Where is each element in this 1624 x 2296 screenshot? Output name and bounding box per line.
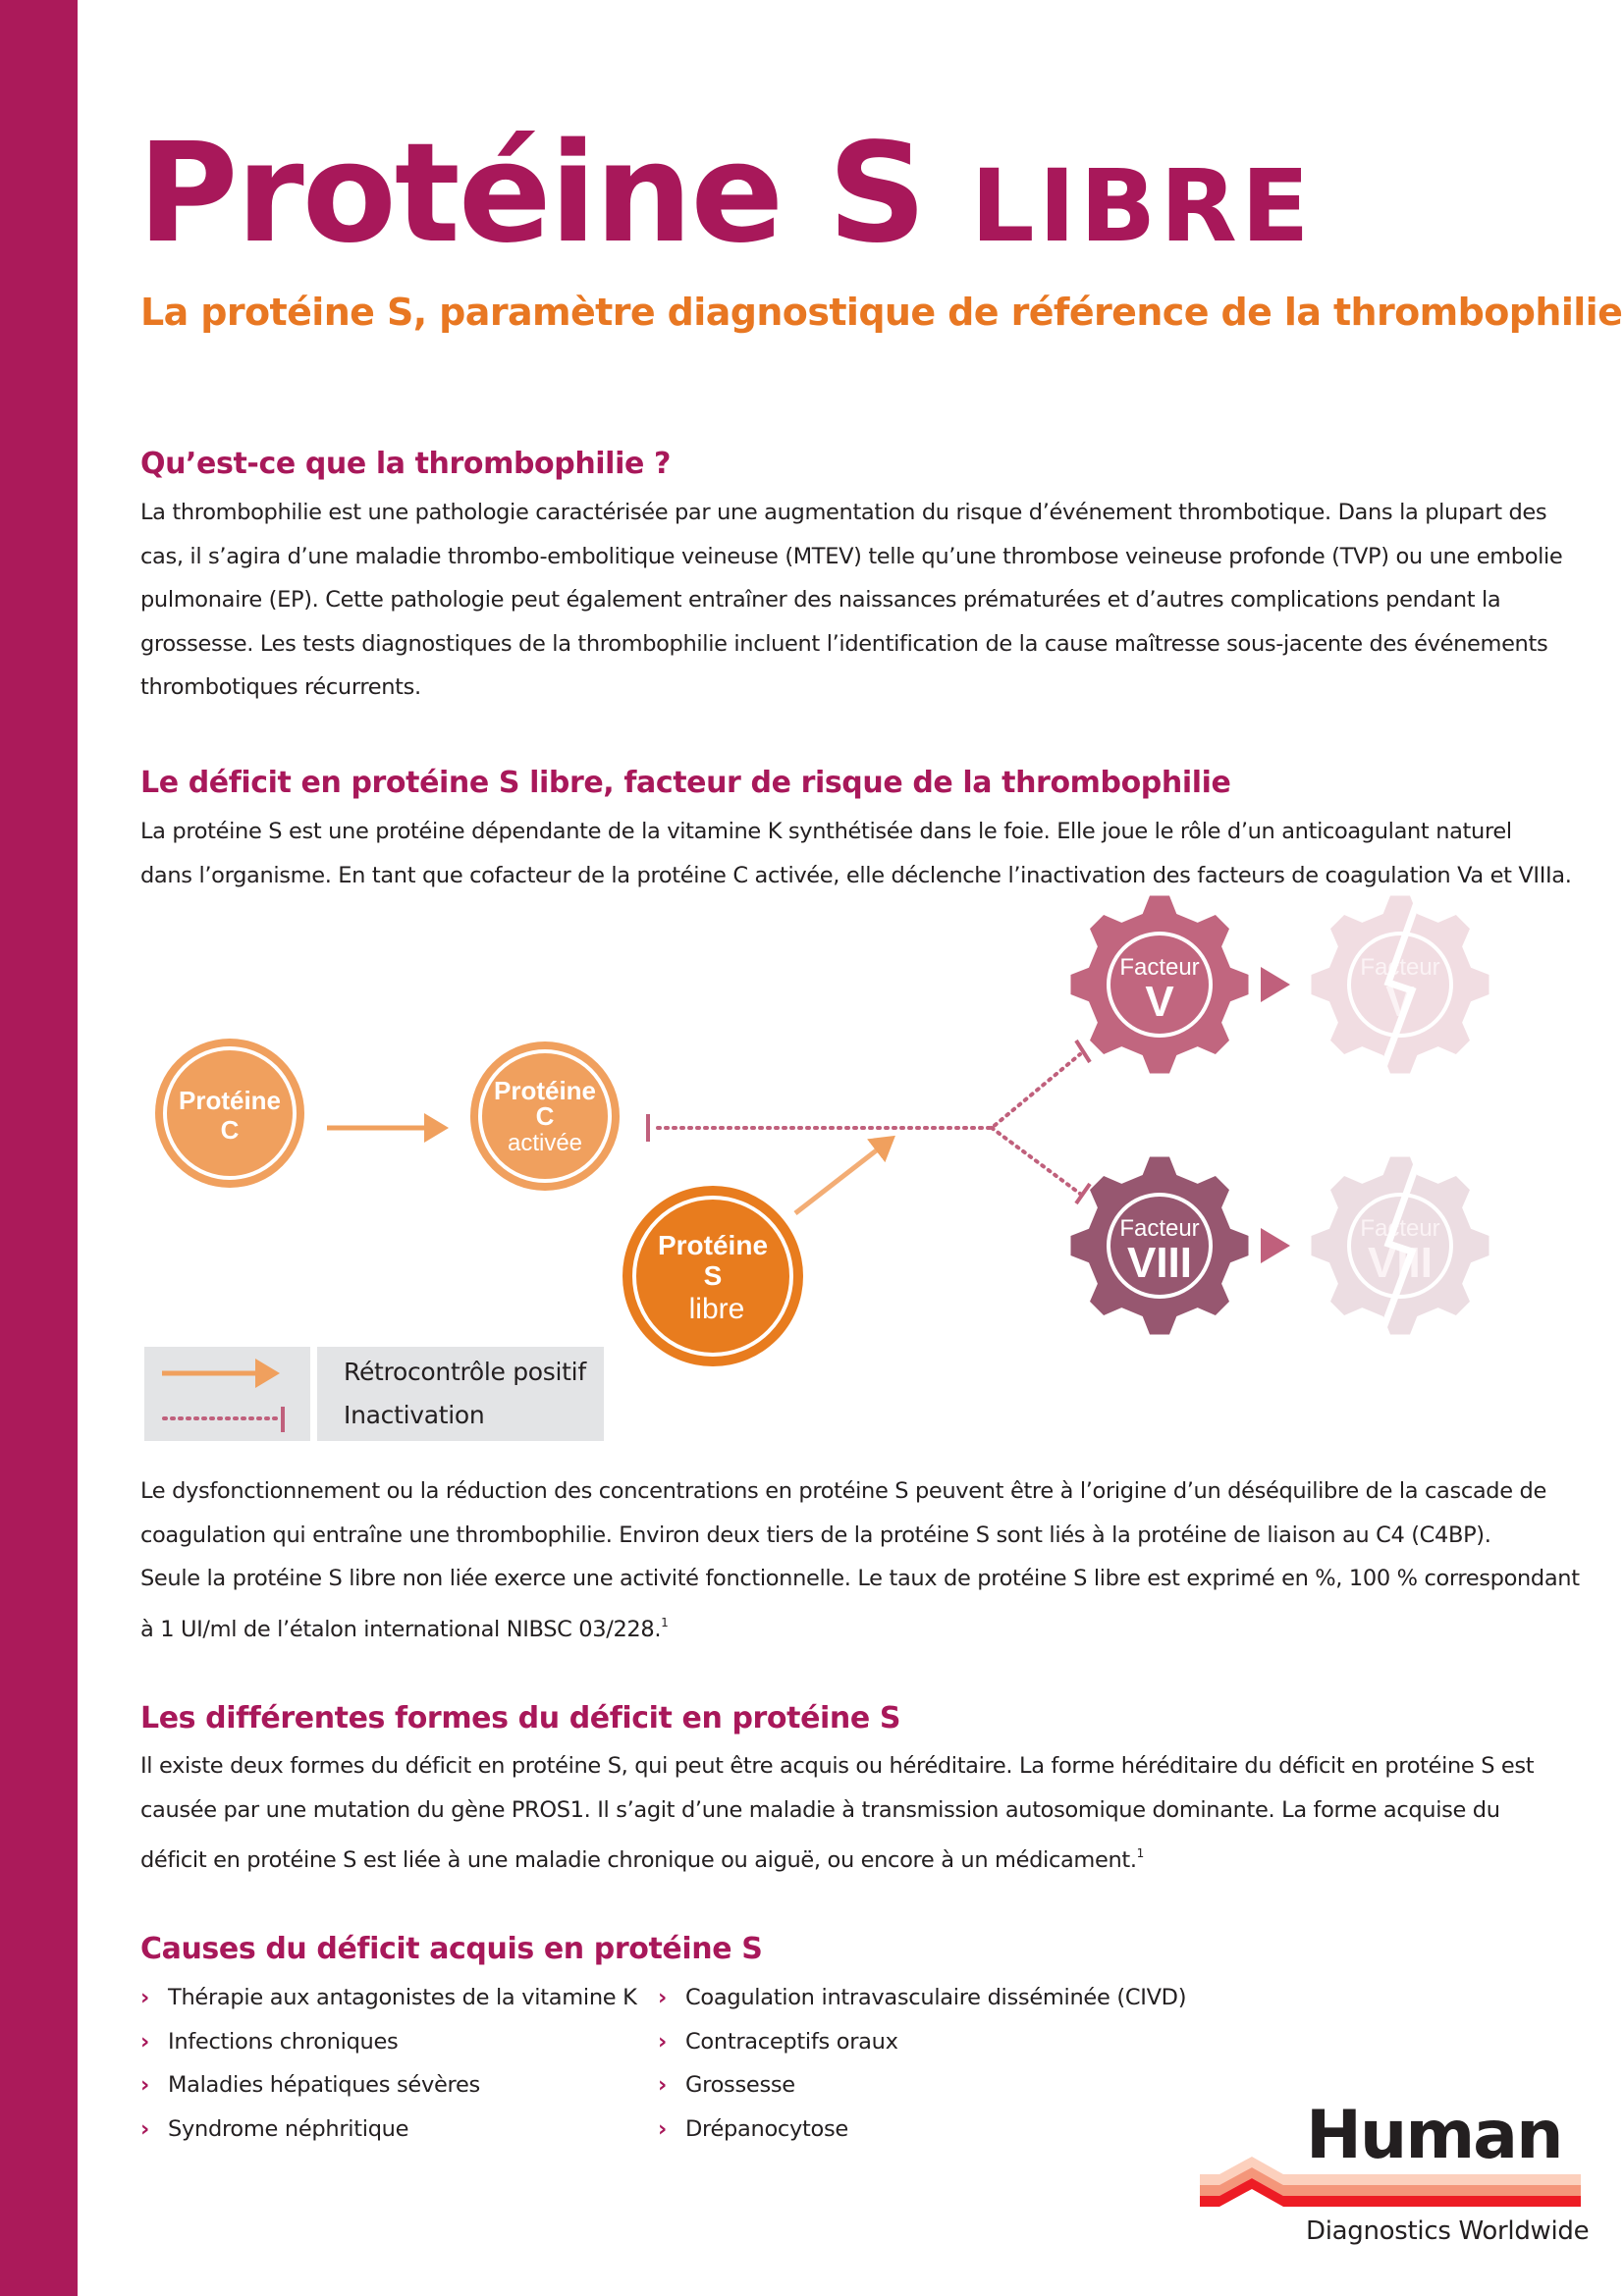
title-main: Protéine S [137, 114, 927, 274]
list-item: ›Coagulation intravasculaire disséminée … [658, 1976, 1186, 2020]
paragraph-thrombophilia: La thrombophilie est une pathologie cara… [140, 491, 1563, 710]
text-line: cas, il s’agira d’une maladie thrombo-em… [140, 543, 1563, 569]
section-heading-thrombophilia: Qu’est-ce que la thrombophilie ? [140, 447, 671, 481]
text-line: coagulation qui entraîne une thrombophil… [140, 1522, 1491, 1548]
page-title: Protéine S LIBRE [137, 126, 1314, 263]
legend-text-box [317, 1347, 604, 1441]
chevron-right-icon: › [658, 2072, 667, 2099]
section-heading-causes: Causes du déficit acquis en protéine S [140, 1932, 763, 1966]
chevron-right-icon: › [140, 2115, 149, 2142]
gear-ring [1107, 932, 1213, 1038]
sidebar-band [0, 0, 78, 2296]
node-label: C [536, 1101, 555, 1131]
text-line: La thrombophilie est une pathologie cara… [140, 500, 1547, 525]
protein-c-node: Protéine C [155, 1039, 304, 1188]
inhibition-dotted-line [656, 1052, 1082, 1196]
node-label: Protéine [494, 1076, 596, 1105]
gear-label: Facteur [1119, 954, 1199, 981]
protein-s-free-node: Protéine S libre [623, 1186, 803, 1366]
legend-symbol-box [144, 1347, 310, 1441]
section-heading-forms: Les différentes formes du déficit en pro… [140, 1701, 901, 1735]
node-label: C [221, 1115, 240, 1145]
gear-icon [1070, 895, 1249, 1074]
footnote-ref: 1 [1136, 1846, 1145, 1861]
legend-positive-feedback: Rétrocontrôle positif [344, 1358, 586, 1386]
text-line: déficit en protéine S est liée à une mal… [140, 1832, 1534, 1876]
page-subtitle: La protéine S, paramètre diagnostique de… [140, 291, 1623, 334]
coagulation-diagram: Protéine C Protéine C activée Protéine S… [144, 892, 1489, 1441]
paragraph-deficit: La protéine S est une protéine dépendant… [140, 810, 1572, 897]
chevron-right-icon: › [140, 2072, 149, 2099]
chevron-right-icon: › [658, 2115, 667, 2142]
text: à 1 UI/ml de l’étalon international NIBS… [140, 1616, 662, 1642]
arrow-cofactor [793, 1135, 895, 1215]
protein-c-activated-node: Protéine C activée [470, 1041, 620, 1191]
node-label: activée [508, 1130, 582, 1156]
paragraph-forms: Il existe deux formes du déficit en prot… [140, 1744, 1535, 1876]
title-small-caps: LIBRE [970, 148, 1314, 265]
list-item: ›Drépanocytose [658, 2108, 1186, 2152]
list-item: ›Grossesse [658, 2063, 1186, 2108]
inhibition-bar-v [1074, 1039, 1092, 1064]
logo-tagline: Diagnostics Worldwide [1306, 2216, 1590, 2246]
logo-wordmark: Human [1306, 2097, 1563, 2174]
broken-slash-icon [1377, 892, 1424, 1077]
text-line: Il existe deux formes du déficit en prot… [140, 1753, 1535, 1779]
list-item: ›Infections chroniques [140, 2020, 637, 2064]
causes-list-col1: ›Thérapie aux antagonistes de la vitamin… [140, 1976, 637, 2151]
paragraph-dysfunction: Le dysfonctionnement ou la réduction des… [140, 1469, 1580, 1644]
chevron-right-icon: › [658, 2028, 667, 2055]
gear-label: Facteur [1119, 1215, 1199, 1242]
gear-ring [1347, 1193, 1453, 1299]
text-line: pulmonaire (EP). Cette pathologie peut é… [140, 587, 1501, 614]
text-line: dans l’organisme. En tant que cofacteur … [140, 862, 1572, 888]
legend-inactivation: Inactivation [344, 1401, 485, 1429]
text-line: causée par une mutation du gène PROS1. I… [140, 1796, 1500, 1823]
inhibition-bar-viii [1074, 1182, 1092, 1205]
node-label: S [704, 1260, 723, 1291]
chevron-right-icon: › [140, 1985, 149, 2010]
gear-icon [1070, 1156, 1249, 1335]
broken-slash-icon [1377, 1153, 1424, 1338]
chevron-right-icon: › [658, 1985, 667, 2010]
text-line: Le dysfonctionnement ou la réduction des… [140, 1478, 1546, 1504]
gear-ring [1107, 1193, 1213, 1299]
footnote-ref: 1 [661, 1615, 669, 1629]
text-line: à 1 UI/ml de l’étalon international NIBS… [140, 1601, 1580, 1645]
node-label: libre [689, 1293, 745, 1325]
gear-ring [1347, 932, 1453, 1038]
text-line: thrombotiques récurrents. [140, 674, 421, 701]
text-line: La protéine S est une protéine dépendant… [140, 819, 1512, 844]
node-label: Protéine [658, 1230, 768, 1260]
list-item: ›Contraceptifs oraux [658, 2020, 1186, 2064]
gear-label: VIII [1127, 1239, 1192, 1287]
causes-list-col2: ›Coagulation intravasculaire disséminée … [658, 1976, 1186, 2151]
chevron-right-icon: › [140, 2028, 149, 2055]
list-item: ›Thérapie aux antagonistes de la vitamin… [140, 1976, 637, 2020]
node-label: Protéine [179, 1086, 281, 1115]
text: déficit en protéine S est liée à une mal… [140, 1847, 1137, 1874]
list-item: ›Maladies hépatiques sévères [140, 2063, 637, 2108]
text-line: Seule la protéine S libre non liée exerc… [140, 1566, 1580, 1592]
gear-label: V [1145, 978, 1174, 1026]
section-heading-deficit: Le déficit en protéine S libre, facteur … [140, 766, 1231, 800]
list-item: ›Syndrome néphritique [140, 2108, 637, 2152]
text-line: grossesse. Les tests diagnostiques de la… [140, 630, 1548, 657]
logo-stripes [1200, 2157, 1581, 2207]
